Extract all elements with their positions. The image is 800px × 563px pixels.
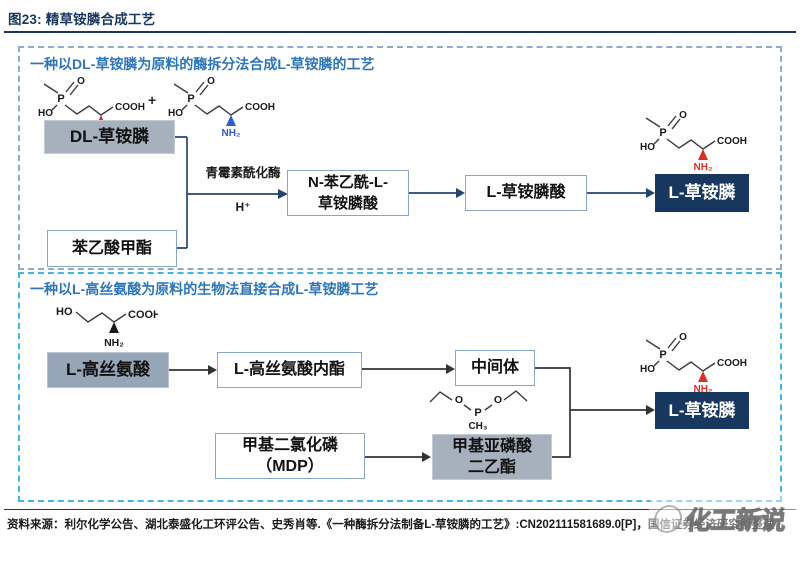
node-line1: 甲基亚磷酸 [451, 438, 532, 455]
node-line2: 草铵膦酸 [317, 195, 378, 212]
process1-panel: 一种以DL-草铵膦为原料的酶拆分法合成L-草铵膦的工艺 O P HO COOH … [18, 46, 782, 270]
figure-title: 图23: 精草铵膦合成工艺 [8, 8, 155, 28]
title-divider [4, 31, 796, 33]
cooh-label: COOH [115, 102, 145, 113]
node-line1: 甲基二氯化磷 [241, 437, 338, 454]
cooh-label: COOH [717, 358, 747, 369]
process2-panel: 一种以L-高丝氨酸为原料的生物法直接合成L-草铵膦工艺 HO COOH NH₂ … [18, 272, 782, 502]
node-l-glufosinate-acid: L-草铵膦酸 [465, 175, 587, 211]
p-label: P [659, 349, 666, 361]
process2-title: 一种以L-高丝氨酸为原料的生物法直接合成L-草铵膦工艺 [30, 281, 379, 297]
process2-connectors [169, 364, 655, 462]
node-intermediate: 中间体 [455, 350, 535, 386]
ho-label: HO [56, 306, 73, 318]
glufosinate-product-structure: O P HO COOH NH₂ [640, 110, 747, 172]
cooh-label: COOH [245, 102, 275, 113]
node-l-homoserine-lactone: L-高丝氨酸内酯 [217, 352, 362, 388]
p-label: P [57, 93, 64, 105]
nh2-label: NH₂ [694, 384, 713, 394]
homoserine-structure: HO COOH NH₂ [56, 306, 158, 349]
ho-label: HO [168, 108, 183, 119]
o-label: O [679, 110, 687, 121]
p-label: P [659, 127, 666, 139]
node-line1: N-苯乙酰-L- [308, 174, 388, 191]
node-diethyl-methylphosphonite: 甲基亚磷酸 二乙酯 [432, 434, 552, 480]
enzyme-label: 青霉素酰化酶 [205, 166, 281, 180]
p-label: P [474, 407, 481, 419]
o-label: O [679, 332, 687, 343]
ho-label: HO [640, 142, 655, 153]
ch3-label: CH₃ [468, 421, 487, 430]
node-mdp: 甲基二氯化磷 （MDP） [215, 433, 365, 479]
o-label: O [455, 394, 463, 406]
source-note: 资料来源：利尔化学公告、湖北泰盛化工环评公告、史秀肖等.《一种酶拆分法制备L-草… [7, 519, 775, 531]
o-label: O [207, 76, 215, 87]
node-line2: （MDP） [256, 458, 324, 475]
glufosinate-structure-d-isomer: O P HO COOH NH₂ [168, 76, 275, 138]
o-label: O [494, 394, 502, 406]
nh2-label: NH₂ [694, 162, 713, 172]
figure-label: 图23: [8, 12, 42, 27]
p-label: P [187, 93, 194, 105]
nh2-label: NH₂ [222, 128, 241, 138]
o-label: O [77, 76, 85, 87]
node-l-glufosinate-product: L-草铵膦 [655, 174, 749, 212]
cooh-label: COOH [717, 136, 747, 147]
plus-sign: + [148, 92, 157, 108]
node-l-glufosinate-product: L-草铵膦 [655, 392, 749, 429]
nh2-label: NH₂ [104, 337, 124, 349]
node-methyl-phenylacetate: 苯乙酸甲酯 [47, 230, 177, 267]
ho-label: HO [38, 108, 53, 119]
node-dl-glufosinate: DL-草铵膦 [44, 120, 175, 154]
diethyl-methylphosphonite-structure: O P O CH₃ [429, 390, 528, 430]
glufosinate-product-structure: O P HO COOH NH₂ [640, 332, 747, 394]
ho-label: HO [640, 364, 655, 375]
acid-label: H⁺ [235, 200, 251, 214]
node-line2: 二乙酯 [467, 459, 516, 476]
process1-title: 一种以DL-草铵膦为原料的酶拆分法合成L-草铵膦的工艺 [30, 56, 375, 72]
footer-divider [4, 509, 796, 510]
node-n-phenylacetyl-glufosinate-acid: N-苯乙酰-L- 草铵膦酸 [287, 170, 409, 216]
cooh-label: COOH [128, 309, 158, 321]
node-l-homoserine: L-高丝氨酸 [47, 352, 169, 388]
process1-connectors [175, 136, 655, 249]
figure-title-text: 精草铵膦合成工艺 [45, 12, 156, 27]
